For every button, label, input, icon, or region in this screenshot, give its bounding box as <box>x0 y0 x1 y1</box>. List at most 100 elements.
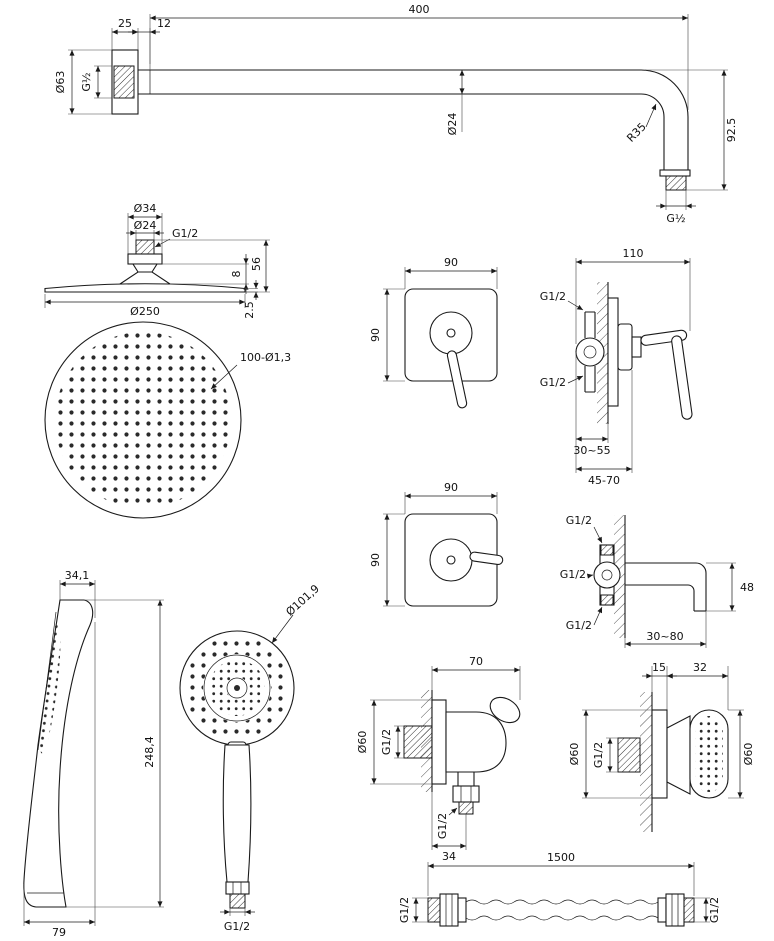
arm-outlet-collar <box>659 169 691 177</box>
arm-bend-radius-label: R35 <box>624 120 648 144</box>
hose-left-thread-label: G1/2 <box>398 897 411 923</box>
holder-thread-label: G1/2 <box>592 742 605 768</box>
hose-right-thread-label: G1/2 <box>708 897 721 923</box>
mixer2-valve-body <box>593 561 621 589</box>
holder-drawing: 15 32 G1/2 Ø60 Ø60 <box>568 661 755 832</box>
arm-outlet-thread-label: G½ <box>666 212 685 225</box>
mixer1-inlet-bottom-label: G1/2 <box>540 376 566 389</box>
hose-left-thread <box>427 897 441 923</box>
mixer1-lever-front <box>446 350 468 409</box>
wall-elbow-drawing: 70 Ø60 G1/2 G1/2 34 <box>356 655 521 863</box>
holder-face-dia-label: Ø60 <box>742 743 755 766</box>
elbow-outlet-offset-label: 34 <box>442 850 456 863</box>
head-edge-label: 2.5 <box>243 301 256 319</box>
hose-flex-bottom <box>465 915 659 921</box>
head-side-drawing: Ø34 Ø24 G1/2 8 56 2.5 Ø250 <box>44 202 270 319</box>
head-disc-profile <box>44 283 246 293</box>
head-nozzles-label: 100-Ø1,3 <box>240 351 291 364</box>
head-cone-height-label: 8 <box>230 271 243 278</box>
hand-length-label: 248,4 <box>143 736 156 768</box>
mixer1-depth-label: 110 <box>623 247 644 260</box>
arm-wall-thread <box>113 65 135 99</box>
head-face-nozzle-field <box>55 332 231 508</box>
arm-collar-depth-label: 12 <box>157 17 171 30</box>
hand-thread <box>229 893 246 909</box>
mixer1-range-rough-label: 30~55 <box>573 444 610 457</box>
arm-pipe-outline <box>138 69 689 170</box>
hose-left-nut <box>439 893 459 927</box>
head-thread-label: G1/2 <box>172 227 198 240</box>
mixer2-side-drawing: G1/2 G1/2 G1/2 48 30~80 <box>560 514 754 648</box>
hose-flex-top <box>465 899 659 905</box>
mixer2-spout <box>625 562 707 611</box>
mixer1-escutcheon <box>617 323 633 371</box>
hose-right-nut <box>665 893 685 927</box>
mixer1-lever-handle <box>671 335 693 420</box>
arm-flange-depth-label: 25 <box>118 17 132 30</box>
elbow-outlet-thread-label: G1/2 <box>436 813 449 839</box>
hand-shower-face-drawing: Ø101,9 G1/2 <box>179 582 322 933</box>
hand-thread-label: G1/2 <box>224 920 250 933</box>
arm-flange-dia-label: Ø63 <box>54 71 67 94</box>
elbow-holder-cup <box>489 696 521 724</box>
mixer1-range-trim-label: 45-70 <box>588 474 620 487</box>
holder-body-depth-label: 32 <box>693 661 707 674</box>
elbow-wall-thread-label: G1/2 <box>380 729 393 755</box>
arm-outlet-thread <box>665 175 687 191</box>
mixer2-bottom-thread-label: G1/2 <box>566 619 592 632</box>
mixer1-rosette <box>429 311 473 355</box>
hose-drawing: 1500 G1/2 G1/2 <box>398 851 721 927</box>
head-cone <box>118 271 172 285</box>
hand-base-width-label: 79 <box>52 926 66 939</box>
holder-flange <box>651 709 668 799</box>
mixer2-spout-height-label: 48 <box>740 581 754 594</box>
mixer1-front-drawing: 90 90 <box>369 256 498 409</box>
mixer2-top-thread-label: G1/2 <box>566 514 592 527</box>
elbow-flange-dia-label: Ø60 <box>356 731 369 754</box>
elbow-flange <box>431 699 447 785</box>
head-disc-dia-label: Ø250 <box>130 305 160 318</box>
holder-body <box>666 715 691 795</box>
mixer2-width-label: 90 <box>444 481 458 494</box>
mixer1-height-label: 90 <box>369 328 382 342</box>
arm-pipe-dia-label: Ø24 <box>446 113 459 136</box>
head-face-drawing: 100-Ø1,3 <box>44 321 291 519</box>
mixer1-lever-arm <box>640 329 688 346</box>
mixer1-plate-side <box>607 297 619 407</box>
mixer2-rosette <box>429 538 473 582</box>
hand-face-dia-label: Ø101,9 <box>283 582 322 619</box>
elbow-wall-thread <box>403 725 433 759</box>
hose-length-label: 1500 <box>547 851 575 864</box>
mixer1-valve-body <box>575 337 605 367</box>
mixer2-front-drawing: 90 90 <box>369 481 504 607</box>
hand-head-width-label: 34,1 <box>65 569 90 582</box>
hand-face-strip <box>39 622 61 754</box>
elbow-outlet-nut <box>452 785 480 803</box>
head-connector-dia-label: Ø34 <box>134 202 157 215</box>
mixer2-range-label: 30~80 <box>646 630 683 643</box>
head-collar <box>127 253 163 265</box>
head-height-label: 56 <box>250 257 263 271</box>
mixer2-height-label: 90 <box>369 553 382 567</box>
elbow-outlet-nipple <box>458 801 474 815</box>
arm-length-label: 400 <box>409 3 430 16</box>
holder-flange-dia-label: Ø60 <box>568 743 581 766</box>
holder-wall-hatch <box>640 692 652 832</box>
mixer2-lever-front <box>469 551 504 566</box>
head-pipe-dia-label: Ø24 <box>134 219 157 232</box>
holder-thread <box>617 737 641 773</box>
elbow-depth-label: 70 <box>469 655 483 668</box>
holder-flange-depth-label: 15 <box>652 661 666 674</box>
hand-handle <box>222 744 252 883</box>
mixer1-width-label: 90 <box>444 256 458 269</box>
head-ball-joint <box>132 263 158 273</box>
arm-drop-label: 92.5 <box>725 118 738 143</box>
head-thread <box>135 239 155 255</box>
shower-arm-drawing: 400 25 12 Ø63 G½ Ø24 R35 92.5 G½ <box>54 3 738 225</box>
mixer1-inlet-top-label: G1/2 <box>540 290 566 303</box>
arm-wall-thread-label: G½ <box>80 72 93 91</box>
hand-shower-side-drawing: 34,1 248,4 79 <box>23 569 164 939</box>
mixer1-side-drawing: 110 G1/2 G1/2 30~55 45-70 <box>540 247 693 487</box>
